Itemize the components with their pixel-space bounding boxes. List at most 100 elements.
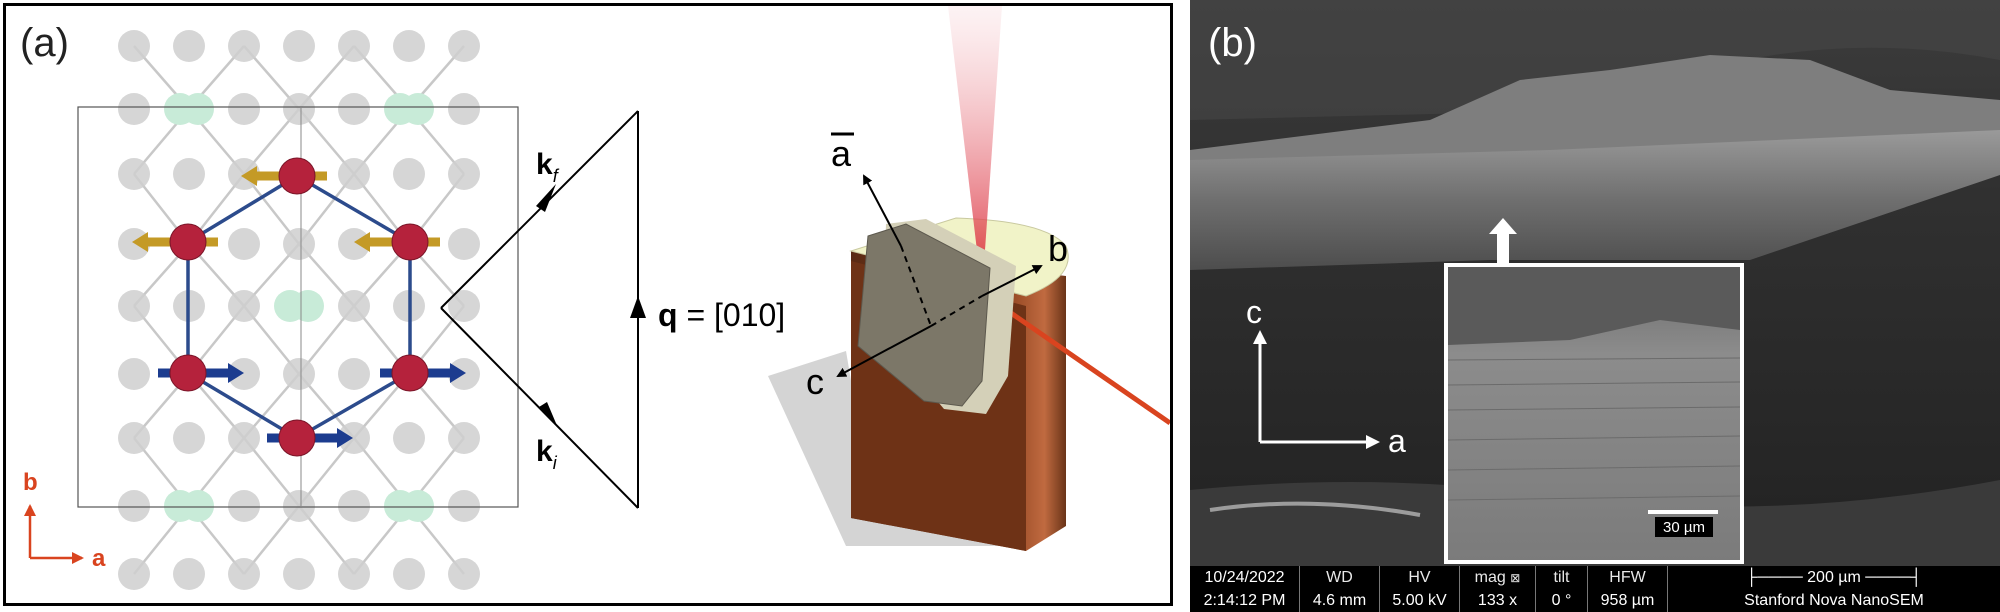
kf-label: kf bbox=[536, 148, 560, 186]
sem-tilt-value: 0 ° bbox=[1551, 591, 1572, 609]
magnetic-atom bbox=[278, 419, 316, 457]
up-arrow-shaft bbox=[1497, 232, 1509, 267]
lattice-atom bbox=[338, 93, 370, 125]
sem-inset: 30 µm bbox=[1444, 263, 1744, 564]
sem-tilt: tilt 0 ° bbox=[1536, 566, 1588, 612]
lattice-atom bbox=[283, 358, 315, 390]
lattice-atom bbox=[283, 93, 315, 125]
sem-hfw-label: HFW bbox=[1609, 568, 1646, 586]
spin-moment-arrowhead bbox=[228, 363, 244, 383]
panel-a-figure: (a) b a kf ki q = [010] bbox=[20, 6, 1172, 590]
lattice-atom bbox=[118, 93, 150, 125]
lattice-atom bbox=[448, 422, 480, 454]
sample-3d: a b c bbox=[768, 6, 1172, 551]
lattice-atom bbox=[118, 422, 150, 454]
lattice-atom bbox=[338, 158, 370, 190]
panel-a-label: (a) bbox=[20, 21, 69, 65]
magnetic-atom bbox=[169, 223, 207, 261]
lattice-atom bbox=[338, 422, 370, 454]
lattice-atom bbox=[228, 30, 260, 62]
sem-datetime: 10/24/2022 2:14:12 PM bbox=[1190, 566, 1300, 612]
lattice-atom bbox=[393, 422, 425, 454]
magnetic-atom bbox=[278, 157, 316, 195]
inset-scalebar-label: 30 µm bbox=[1663, 519, 1705, 536]
lattice-atom bbox=[118, 30, 150, 62]
lattice-atom bbox=[228, 358, 260, 390]
lattice-atom bbox=[228, 290, 260, 322]
sem-upper-haze bbox=[1190, 0, 2000, 120]
nonmagnetic-atom bbox=[182, 490, 214, 522]
lattice-atom bbox=[338, 30, 370, 62]
lattice-atom bbox=[283, 558, 315, 590]
spin-moment-arrowhead bbox=[241, 166, 257, 186]
kf-arrowhead bbox=[536, 184, 556, 212]
sem-hv-value: 5.00 kV bbox=[1392, 591, 1447, 609]
mag-icon: ⊠ bbox=[1510, 570, 1521, 585]
incident-beam bbox=[948, 6, 1002, 293]
q-arrowhead bbox=[630, 296, 646, 318]
lattice-atom bbox=[338, 358, 370, 390]
lattice-atom bbox=[118, 158, 150, 190]
c-axis-dashed bbox=[930, 295, 983, 327]
nonmagnetic-atom bbox=[292, 290, 324, 322]
lattice-atom bbox=[118, 290, 150, 322]
kf-vector-line bbox=[440, 110, 639, 309]
lattice-atom bbox=[338, 490, 370, 522]
inset-scalebar-line bbox=[1648, 510, 1718, 514]
axes-sem: c a bbox=[1246, 294, 1406, 459]
lattice-atom bbox=[338, 228, 370, 260]
lattice-atom bbox=[448, 558, 480, 590]
sem-info-bar: 10/24/2022 2:14:12 PM WD 4.6 mm HV 5.00 … bbox=[1190, 566, 2000, 612]
lattice-atom bbox=[283, 228, 315, 260]
lattice-atom bbox=[228, 490, 260, 522]
lattice-atom bbox=[448, 228, 480, 260]
inset-scalebar-box bbox=[1655, 517, 1713, 537]
lattice-atom bbox=[393, 558, 425, 590]
spin-moment-arrowhead bbox=[132, 232, 148, 252]
sem-scale: ├──── 200 µm ────┤ bbox=[1746, 568, 1922, 586]
nonmagnetic-atom bbox=[402, 490, 434, 522]
lattice-atom bbox=[228, 422, 260, 454]
ki-vector-line bbox=[440, 307, 639, 509]
lattice-atom bbox=[228, 558, 260, 590]
sem-image: 30 µm c a (b) bbox=[1190, 0, 2000, 566]
lattice-atom bbox=[393, 30, 425, 62]
sem-wd-label: WD bbox=[1326, 568, 1353, 586]
sem-scale-cell: ├──── 200 µm ────┤ Stanford Nova NanoSEM bbox=[1668, 566, 2000, 612]
lattice-atom bbox=[448, 490, 480, 522]
b-axis bbox=[981, 265, 1043, 297]
lattice-atom bbox=[283, 30, 315, 62]
lattice-atom bbox=[283, 490, 315, 522]
sem-mag-value: 133 x bbox=[1477, 591, 1518, 609]
sem-time: 2:14:12 PM bbox=[1203, 591, 1286, 609]
lattice-atom bbox=[173, 422, 205, 454]
lattice-atom bbox=[118, 358, 150, 390]
a-axis-dashed bbox=[900, 245, 932, 327]
magnetic-atom bbox=[391, 354, 429, 392]
lattice-atom bbox=[173, 558, 205, 590]
lattice-atom bbox=[228, 228, 260, 260]
magnetic-atom bbox=[391, 223, 429, 261]
hexagonal-crystal bbox=[857, 223, 991, 407]
panel-b-label: (b) bbox=[1208, 21, 1257, 65]
nonmagnetic-atom bbox=[402, 93, 434, 125]
sem-hv-label: HV bbox=[1408, 568, 1431, 586]
lattice-atom bbox=[448, 290, 480, 322]
crystal-lattice bbox=[77, 30, 519, 590]
inset-upper-texture bbox=[1448, 267, 1740, 345]
c-label: c bbox=[806, 361, 824, 402]
panel-b: 30 µm c a (b) 10/24/2022 2:14:12 PM WD 4… bbox=[1190, 0, 2000, 612]
sample-slab bbox=[1190, 130, 2000, 270]
sem-date: 10/24/2022 bbox=[1204, 568, 1285, 586]
magnetic-atom bbox=[169, 354, 207, 392]
b-label: b bbox=[1048, 228, 1068, 269]
inset-striations bbox=[1447, 357, 1741, 501]
lattice-atom bbox=[393, 158, 425, 190]
lattice-atom bbox=[228, 93, 260, 125]
lattice-atom bbox=[338, 558, 370, 590]
axes-2d: b a bbox=[23, 469, 106, 572]
sem-axis-c-label: c bbox=[1246, 294, 1262, 330]
spin-moment-arrowhead bbox=[354, 232, 370, 252]
sem-bright-edge bbox=[1209, 501, 1421, 517]
axis-b-label: b bbox=[23, 469, 38, 496]
